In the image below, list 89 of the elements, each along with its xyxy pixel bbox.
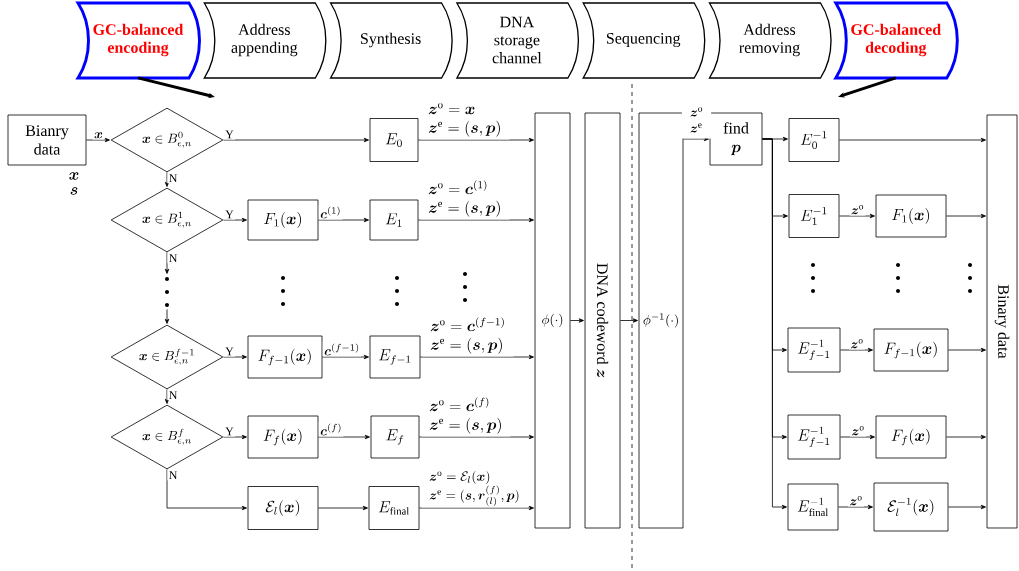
arrow <box>620 318 638 323</box>
arrow <box>839 137 986 143</box>
arrow <box>318 434 370 440</box>
arrow <box>418 217 534 223</box>
edge-label: $\begin{array}{l}\boldsymbol{z}^{\mathrm{o}} = \boldsymbol{x}\\ \boldsymbol{z}^{\mathrm{e}} = (\boldsymbol{s},\boldsymbol{p})\end{array}$ <box>420 99 510 140</box>
process-box: $E_f$ <box>370 415 420 459</box>
signal-label: $\boldsymbol{x}$ <box>69 172 79 180</box>
arrow <box>840 434 875 440</box>
arrow <box>164 309 170 324</box>
mapping-bar: $\phi^{-1}(\cdot)$ <box>638 112 684 529</box>
arrow <box>164 389 170 404</box>
arrow <box>223 217 247 223</box>
process-box: $F_f(\boldsymbol{x})$ <box>875 415 947 459</box>
arrow <box>946 213 986 219</box>
stage-box: Synthesis <box>329 2 453 79</box>
arrow <box>164 172 170 187</box>
arrow <box>420 354 534 360</box>
process-box: $F_f(\boldsymbol{x})$ <box>247 415 319 459</box>
edge-label: N <box>167 252 179 264</box>
edge-label: N <box>167 172 179 184</box>
edge-label: Y <box>223 129 236 140</box>
process-box: $E_{f-1}^{-1}$ <box>787 414 841 460</box>
edge-label: N <box>167 389 179 401</box>
arrow <box>838 76 897 98</box>
process-box: Bianry data <box>7 114 87 166</box>
arrow <box>683 136 709 142</box>
edge-label: $\boldsymbol{z}^{\mathrm{o}}$ <box>848 494 864 507</box>
edge-label: $\begin{array}{l}\boldsymbol{z}^{\mathrm{o}} = \boldsymbol{c}^{(1)}\\ \boldsymbol{z}^{\mathrm{e}} = (\boldsymbol{s},\boldsymbol{p})\end{array}$ <box>420 178 510 220</box>
process-box: $E_1$ <box>369 199 419 241</box>
edge-label: Y <box>223 426 236 437</box>
edge-label: $\begin{array}{l}\boldsymbol{z}^{\mathrm{o}} = \boldsymbol{c}^{(f)}\\ \boldsymbol{z}^{\mathrm{e}} = (\boldsymbol{s},\boldsymbol{p})\end{array}$ <box>421 395 511 437</box>
process-box: $\mathcal{E}_l^{-1}(\boldsymbol{x})$ <box>873 482 949 532</box>
arrow <box>322 354 369 360</box>
process-box: $E_{\mathrm{final}}^{-1}$ <box>787 483 839 531</box>
process-box: $\mathcal{E}_l(\boldsymbol{x})$ <box>247 486 319 530</box>
arrow <box>86 137 110 143</box>
signal-label: $\boldsymbol{s}$ <box>70 187 78 195</box>
edge-label: N <box>167 469 179 481</box>
arrow <box>318 217 369 223</box>
process-box: $F_{f-1}(\boldsymbol{x})$ <box>873 328 949 372</box>
codeword-bar: $\text{DNA codeword } \boldsymbol{z}$ <box>584 112 621 529</box>
stage-box: GC-balanced decoding <box>834 1 959 80</box>
stage-box: Address appending <box>203 2 327 79</box>
process-box: $E_1^{-1}$ <box>788 194 840 238</box>
stage-box: Sequencing <box>582 2 706 79</box>
arrow <box>223 137 369 143</box>
process-box: $E_{\mathrm{final}}$ <box>368 486 420 530</box>
edge-label: $\boldsymbol{z}^{\mathrm{o}}$ <box>849 203 866 216</box>
process-box: $F_{f-1}(\boldsymbol{x})$ <box>247 335 323 379</box>
process-box: $E_{f-1}$ <box>369 335 421 379</box>
process-box: $E_0^{-1}$ <box>788 118 840 162</box>
edge-label: $\begin{array}{l}\boldsymbol{z}^{\mathrm{o}} = \mathcal{E}_l(\boldsymbol{x})\\ \boldsymbol{z}^{\mathrm{e}} = (\boldsymbol{s},\boldsymbol{r}_{(l)}^{(f)},\boldsymbol{p})\end{array}$ <box>421 468 528 508</box>
stage-box: Address removing <box>708 2 832 79</box>
process-box: $E_0$ <box>369 118 419 162</box>
arrow <box>223 354 247 360</box>
process-box: $\begin{array}{c}\text{find}\\ \boldsymbol{p}\end{array}$ <box>709 112 763 166</box>
process-box: $F_1(\boldsymbol{x})$ <box>875 194 947 238</box>
ellipsis-dots <box>165 277 169 307</box>
edge-label: $\boldsymbol{z}^{\mathrm{o}}$ <box>850 424 866 437</box>
arrow <box>570 318 584 323</box>
arrow <box>166 469 247 511</box>
arrow <box>318 505 368 511</box>
edge-label: $\begin{array}{l}\boldsymbol{z}^{\mathrm{o}}\\ \boldsymbol{z}^{\mathrm{e}}\end{array}$ <box>681 103 712 139</box>
edge-label: $\begin{array}{l}\boldsymbol{z}^{\mathrm{o}} = \boldsymbol{c}^{(f-1)}\\ \boldsymbol{z}^{\mathrm{e}} = (\boldsymbol{s},\boldsymbol{p})\end{array}$ <box>422 315 514 357</box>
process-box: $E_{f-1}^{-1}$ <box>787 327 841 373</box>
output-bar: Binary data <box>986 114 1018 529</box>
arrow <box>948 347 986 353</box>
edge-label: Y <box>223 346 236 357</box>
arrow <box>762 138 787 510</box>
arrow <box>948 504 986 510</box>
arrow <box>223 434 247 440</box>
arrow <box>838 504 873 510</box>
arrow <box>946 434 986 440</box>
stage-box: GC-balanced encoding <box>76 1 201 80</box>
arrow <box>840 347 873 353</box>
edge-label: $\boldsymbol{c}^{(f)}$ <box>318 422 344 437</box>
arrow <box>419 434 534 440</box>
process-box: $F_1(\boldsymbol{x})$ <box>247 199 319 241</box>
edge-label: $\boldsymbol{c}^{(1)}$ <box>318 205 343 220</box>
edge-label: Y <box>223 209 236 220</box>
edge-label: $\boldsymbol{c}^{(f-1)}$ <box>322 342 362 357</box>
arrow <box>839 213 875 219</box>
arrow <box>418 137 534 143</box>
edge-label: $\boldsymbol{z}^{\mathrm{o}}$ <box>849 337 865 350</box>
mapping-bar: $\phi(\cdot)$ <box>534 112 571 529</box>
arrow <box>164 252 170 274</box>
arrow <box>419 505 534 511</box>
stage-box: DNA storage channel <box>456 2 580 79</box>
edge-label: $\boldsymbol{x}$ <box>92 131 105 140</box>
